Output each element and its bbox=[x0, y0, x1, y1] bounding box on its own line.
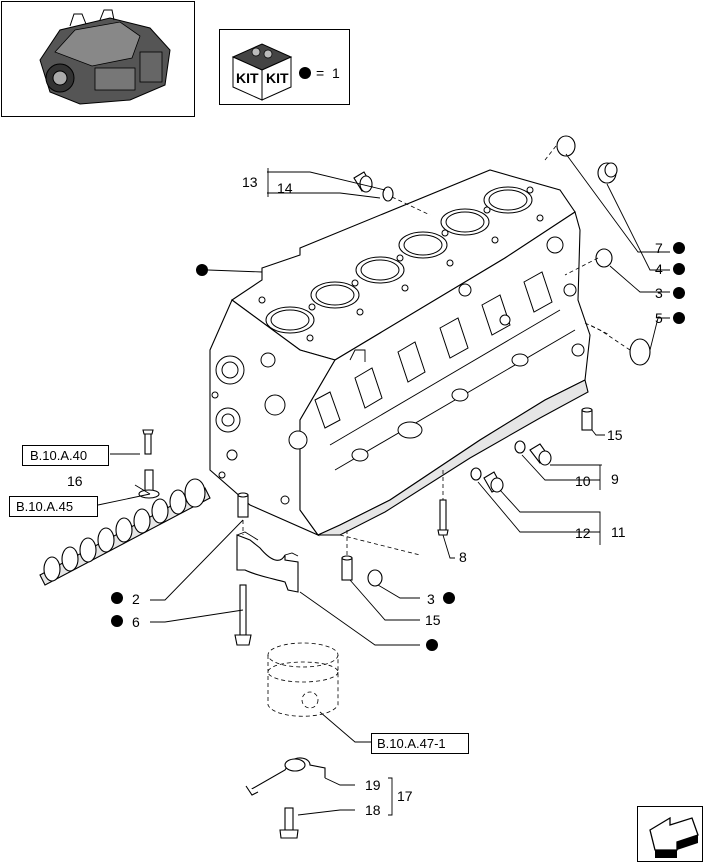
kit-dot-icon bbox=[299, 67, 311, 79]
dowel-pin-15-lower[interactable] bbox=[341, 555, 353, 581]
reference-b10a40[interactable]: B.10.A.40 bbox=[22, 445, 109, 466]
washer-12[interactable] bbox=[470, 467, 482, 481]
reference-b10a40-label: B.10.A.40 bbox=[30, 448, 87, 463]
kit-dot-icon bbox=[426, 639, 438, 651]
oil-jet-19[interactable] bbox=[245, 757, 326, 796]
leader-lines bbox=[97, 153, 670, 816]
main-bearing-cap[interactable] bbox=[236, 531, 299, 593]
bolt-6[interactable] bbox=[234, 584, 252, 646]
reference-b10a47-1-label: B.10.A.47-1 bbox=[377, 736, 446, 751]
callout-labels: 13 14 7 4 3 5 15 9 10 11 12 16 8 2 6 3 1… bbox=[67, 174, 663, 818]
plug-13[interactable] bbox=[353, 171, 373, 193]
kit-dot-icon bbox=[673, 263, 685, 275]
screw-16[interactable] bbox=[138, 469, 160, 499]
callout-11[interactable]: 11 bbox=[611, 524, 626, 540]
callout-5[interactable]: 5 bbox=[655, 310, 663, 326]
kit-box-icon: KIT KIT bbox=[231, 43, 293, 101]
plug-10[interactable] bbox=[514, 440, 526, 454]
kit-legend: KIT KIT = 1 bbox=[219, 29, 350, 105]
cam-lobes bbox=[43, 478, 206, 582]
plug-11[interactable] bbox=[483, 471, 504, 493]
cup-plug-7[interactable] bbox=[597, 162, 618, 184]
piston-outline bbox=[267, 642, 339, 717]
kit-dot-icon bbox=[111, 615, 123, 627]
callout-15-lower[interactable]: 15 bbox=[425, 612, 441, 628]
cup-plug-3[interactable] bbox=[595, 248, 613, 268]
callout-13[interactable]: 13 bbox=[242, 174, 258, 190]
kit-dot-icon bbox=[673, 312, 685, 324]
kit-dot-icon bbox=[196, 264, 208, 276]
screw-upper-left[interactable] bbox=[142, 429, 154, 455]
kit-dot-icon bbox=[673, 242, 685, 254]
callout-14[interactable]: 14 bbox=[277, 180, 293, 196]
kit-dot-icon bbox=[111, 592, 123, 604]
callout-6[interactable]: 6 bbox=[132, 614, 140, 630]
kit-dot-icon bbox=[443, 592, 455, 604]
washer-14[interactable] bbox=[382, 186, 394, 202]
cup-plug-upper[interactable] bbox=[556, 135, 576, 157]
engine-thumbnail-icon[interactable] bbox=[1, 1, 195, 117]
cup-plug-3-lower[interactable] bbox=[367, 569, 383, 587]
kit-equals: = bbox=[316, 65, 324, 81]
kit-dot-icon bbox=[673, 287, 685, 299]
bolt-8[interactable] bbox=[437, 499, 449, 536]
dowel-pin-15-upper[interactable] bbox=[581, 407, 593, 431]
callout-3-lower[interactable]: 3 bbox=[427, 591, 435, 607]
callout-7[interactable]: 7 bbox=[655, 240, 663, 256]
kit-label-left: KIT bbox=[236, 70, 259, 86]
camshaft[interactable] bbox=[39, 478, 211, 586]
callout-8[interactable]: 8 bbox=[459, 549, 467, 565]
cylinder-bores bbox=[265, 186, 533, 334]
reference-b10a45-label: B.10.A.45 bbox=[16, 499, 73, 514]
callout-4[interactable]: 4 bbox=[655, 261, 663, 277]
callout-10[interactable]: 10 bbox=[575, 473, 591, 489]
screw-18[interactable] bbox=[279, 807, 299, 839]
callout-18[interactable]: 18 bbox=[365, 802, 381, 818]
plug-9[interactable] bbox=[529, 443, 552, 466]
cup-plug-5[interactable] bbox=[629, 338, 651, 366]
callout-9[interactable]: 9 bbox=[611, 471, 619, 487]
deck-holes bbox=[258, 186, 544, 342]
callout-17[interactable]: 17 bbox=[397, 788, 413, 804]
callout-16[interactable]: 16 bbox=[67, 473, 83, 489]
callout-12[interactable]: 12 bbox=[575, 525, 591, 541]
reference-b10a45[interactable]: B.10.A.45 bbox=[9, 496, 98, 517]
callout-19[interactable]: 19 bbox=[365, 777, 381, 793]
kit-quantity: 1 bbox=[332, 65, 340, 81]
kit-indicator-dots bbox=[111, 242, 685, 651]
dowel-pin-2[interactable] bbox=[237, 492, 249, 518]
block-ribs bbox=[314, 236, 585, 471]
callout-3-upper[interactable]: 3 bbox=[655, 285, 663, 301]
cylinder-block[interactable] bbox=[209, 169, 591, 537]
kit-label-right: KIT bbox=[266, 70, 289, 86]
navigation-arrow-icon[interactable] bbox=[637, 806, 703, 862]
callout-15-upper[interactable]: 15 bbox=[607, 427, 623, 443]
reference-b10a47-1[interactable]: B.10.A.47-1 bbox=[371, 733, 469, 754]
callout-2[interactable]: 2 bbox=[132, 591, 140, 607]
